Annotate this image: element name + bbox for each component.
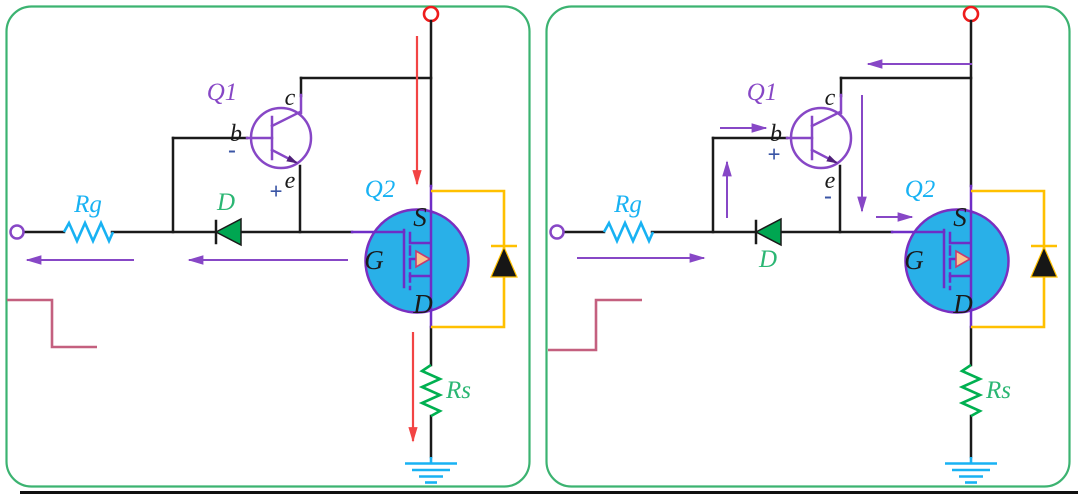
panel-border — [5, 5, 531, 488]
base-polarity-sign: - — [228, 137, 236, 162]
mosfet-q2: Q2 S G D — [890, 176, 1010, 329]
resistor-zigzag-icon — [602, 219, 655, 245]
panel-border — [545, 5, 1071, 488]
supply-terminal — [422, 5, 440, 23]
diode-label: D — [758, 246, 777, 273]
input-terminal — [9, 224, 25, 240]
base-label: b — [770, 121, 782, 147]
mosfet-arrow-icon — [955, 249, 972, 269]
q2-label: Q2 — [365, 176, 396, 203]
current-flow-arrows — [577, 59, 972, 263]
supply-terminal-icon — [962, 5, 980, 23]
blocking-diode: D — [754, 217, 782, 273]
supply-terminal — [962, 5, 980, 23]
rising-step-icon — [548, 298, 642, 352]
input-step-waveform — [7, 298, 97, 349]
rg-label: Rg — [613, 191, 642, 218]
wires — [562, 19, 973, 459]
rs-label: Rs — [985, 377, 1011, 404]
wires — [22, 19, 433, 459]
supply-terminal-icon — [422, 5, 440, 23]
collector-diagonal — [810, 110, 842, 128]
input-step-waveform — [548, 298, 642, 352]
emitter-polarity-sign: + — [269, 179, 282, 204]
body-diode — [971, 189, 1058, 329]
falling-step-icon — [7, 298, 97, 349]
emitter-label: e — [285, 168, 296, 194]
drain-label: D — [412, 289, 433, 319]
source-resistor-rs: Rs — [418, 363, 471, 418]
circuit-panel-turn-on: Rg D Q1 c b e + - — [545, 5, 1071, 488]
collector-diagonal — [270, 110, 302, 128]
emitter-label: e — [825, 168, 836, 194]
circuit-panel-turn-off: Rg D Q1 c b e - + — [5, 5, 531, 488]
resistor-zigzag-icon — [418, 363, 444, 418]
diode-icon — [214, 217, 242, 247]
input-terminal-icon — [9, 224, 25, 240]
blocking-diode: D — [214, 189, 242, 247]
resistor-zigzag-icon — [62, 219, 115, 245]
body-diode — [431, 189, 518, 329]
gate-label: G — [364, 245, 384, 275]
base-label: b — [230, 121, 242, 147]
transistor-q1: Q1 c b e + - — [747, 79, 853, 208]
drain-label: D — [952, 289, 973, 319]
diode-label: D — [216, 189, 235, 216]
emitter-diagonal-arrow — [810, 148, 839, 165]
gate-label: G — [904, 245, 924, 275]
mosfet-q2: Q2 S G D — [350, 176, 470, 329]
body-diode-icon — [1030, 245, 1058, 278]
rs-label: Rs — [445, 377, 471, 404]
resistor-zigzag-icon — [958, 363, 984, 418]
cropped-caption-strip — [20, 491, 1078, 494]
q2-label: Q2 — [905, 176, 936, 203]
source-resistor-rs: Rs — [958, 363, 1011, 418]
source-label: S — [413, 202, 427, 232]
ground-symbol — [405, 457, 457, 484]
gate-resistor-rg: Rg — [62, 191, 115, 245]
ground-symbol — [945, 457, 997, 484]
emitter-polarity-sign: - — [824, 183, 832, 208]
input-terminal-icon — [549, 224, 565, 240]
collector-label: c — [285, 85, 296, 111]
body-diode-icon — [490, 245, 518, 278]
emitter-diagonal-arrow — [270, 148, 299, 165]
input-terminal — [549, 224, 565, 240]
q1-label: Q1 — [747, 79, 778, 106]
rg-label: Rg — [73, 191, 102, 218]
current-flow-arrows — [25, 36, 422, 443]
base-polarity-sign: + — [767, 142, 780, 167]
q1-label: Q1 — [207, 79, 238, 106]
transistor-q1: Q1 c b e - + — [207, 79, 313, 204]
gate-resistor-rg: Rg — [602, 191, 655, 245]
mosfet-arrow-icon — [415, 249, 432, 269]
diode-icon — [754, 217, 782, 247]
source-label: S — [953, 202, 967, 232]
collector-label: c — [825, 85, 836, 111]
